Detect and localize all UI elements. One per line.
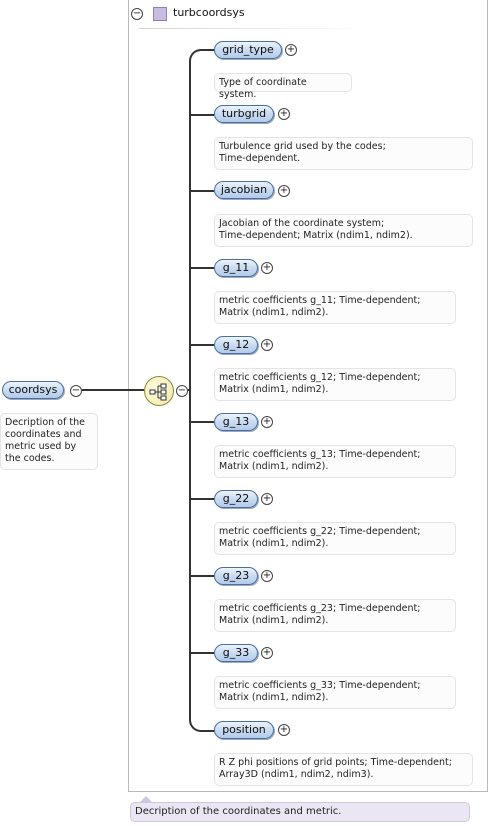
coordsys-collapse-button[interactable]: − [70,385,82,397]
type-description: Decription of the coordinates and metric… [130,802,470,822]
g-22-description: metric coefficients g_22; Time-dependent… [214,522,456,555]
g-12-expand-button[interactable]: + [261,339,273,351]
branch-line [191,652,214,654]
footer-pointer [140,796,152,802]
coordsys-description: Decription of the coordinates and metric… [0,413,98,470]
g-23-expand-button[interactable]: + [261,570,273,582]
g-12-description: metric coefficients g_12; Time-dependent… [214,368,456,401]
sequence-compositor[interactable] [144,376,174,406]
sequence-icon [149,383,167,401]
g-11-expand-button[interactable]: + [261,262,273,274]
sequence-collapse-button[interactable]: − [176,385,188,397]
position-element[interactable]: position [214,721,274,739]
g-11-description: metric coefficients g_11; Time-dependent… [214,291,456,324]
turbgrid-description: Turbulence grid used by the codes; Time-… [214,137,473,170]
type-name: turbcoordsys [173,6,245,19]
grid-type-description: Type of coordinate system. [214,73,352,100]
g-22-element[interactable]: g_22 [214,490,258,508]
children-spine [189,49,215,732]
g-12-element[interactable]: g_12 [214,336,258,354]
g-23-description: metric coefficients g_23; Time-dependent… [214,599,456,632]
root-connector [82,389,144,391]
branch-line [191,498,214,500]
g-33-description: metric coefficients g_33; Time-dependent… [214,676,456,709]
branch-line [191,267,214,269]
branch-line [191,575,214,577]
type-collapse-button[interactable]: − [131,8,143,20]
header-divider [139,28,369,29]
jacobian-element[interactable]: jacobian [214,181,274,199]
g-13-expand-button[interactable]: + [261,416,273,428]
branch-line [191,421,214,423]
g-33-element[interactable]: g_33 [214,644,258,662]
jacobian-description: Jacobian of the coordinate system; Time-… [214,214,473,247]
g-23-element[interactable]: g_23 [214,567,258,585]
grid-type-element[interactable]: grid_type [214,41,282,59]
branch-line [191,114,214,116]
g-11-element[interactable]: g_11 [214,259,258,277]
position-description: R Z phi positions of grid points; Time-d… [214,753,473,786]
branch-line [191,344,214,346]
complex-type-icon [153,7,167,21]
turbgrid-expand-button[interactable]: + [278,108,290,120]
coordsys-element[interactable]: coordsys [2,381,64,399]
g-33-expand-button[interactable]: + [261,647,273,659]
g-13-description: metric coefficients g_13; Time-dependent… [214,445,456,478]
branch-line [191,190,214,192]
position-expand-button[interactable]: + [278,724,290,736]
turbgrid-element[interactable]: turbgrid [214,105,274,123]
g-13-element[interactable]: g_13 [214,413,258,431]
jacobian-expand-button[interactable]: + [278,185,290,197]
grid-type-expand-button[interactable]: + [285,44,297,56]
g-22-expand-button[interactable]: + [261,493,273,505]
